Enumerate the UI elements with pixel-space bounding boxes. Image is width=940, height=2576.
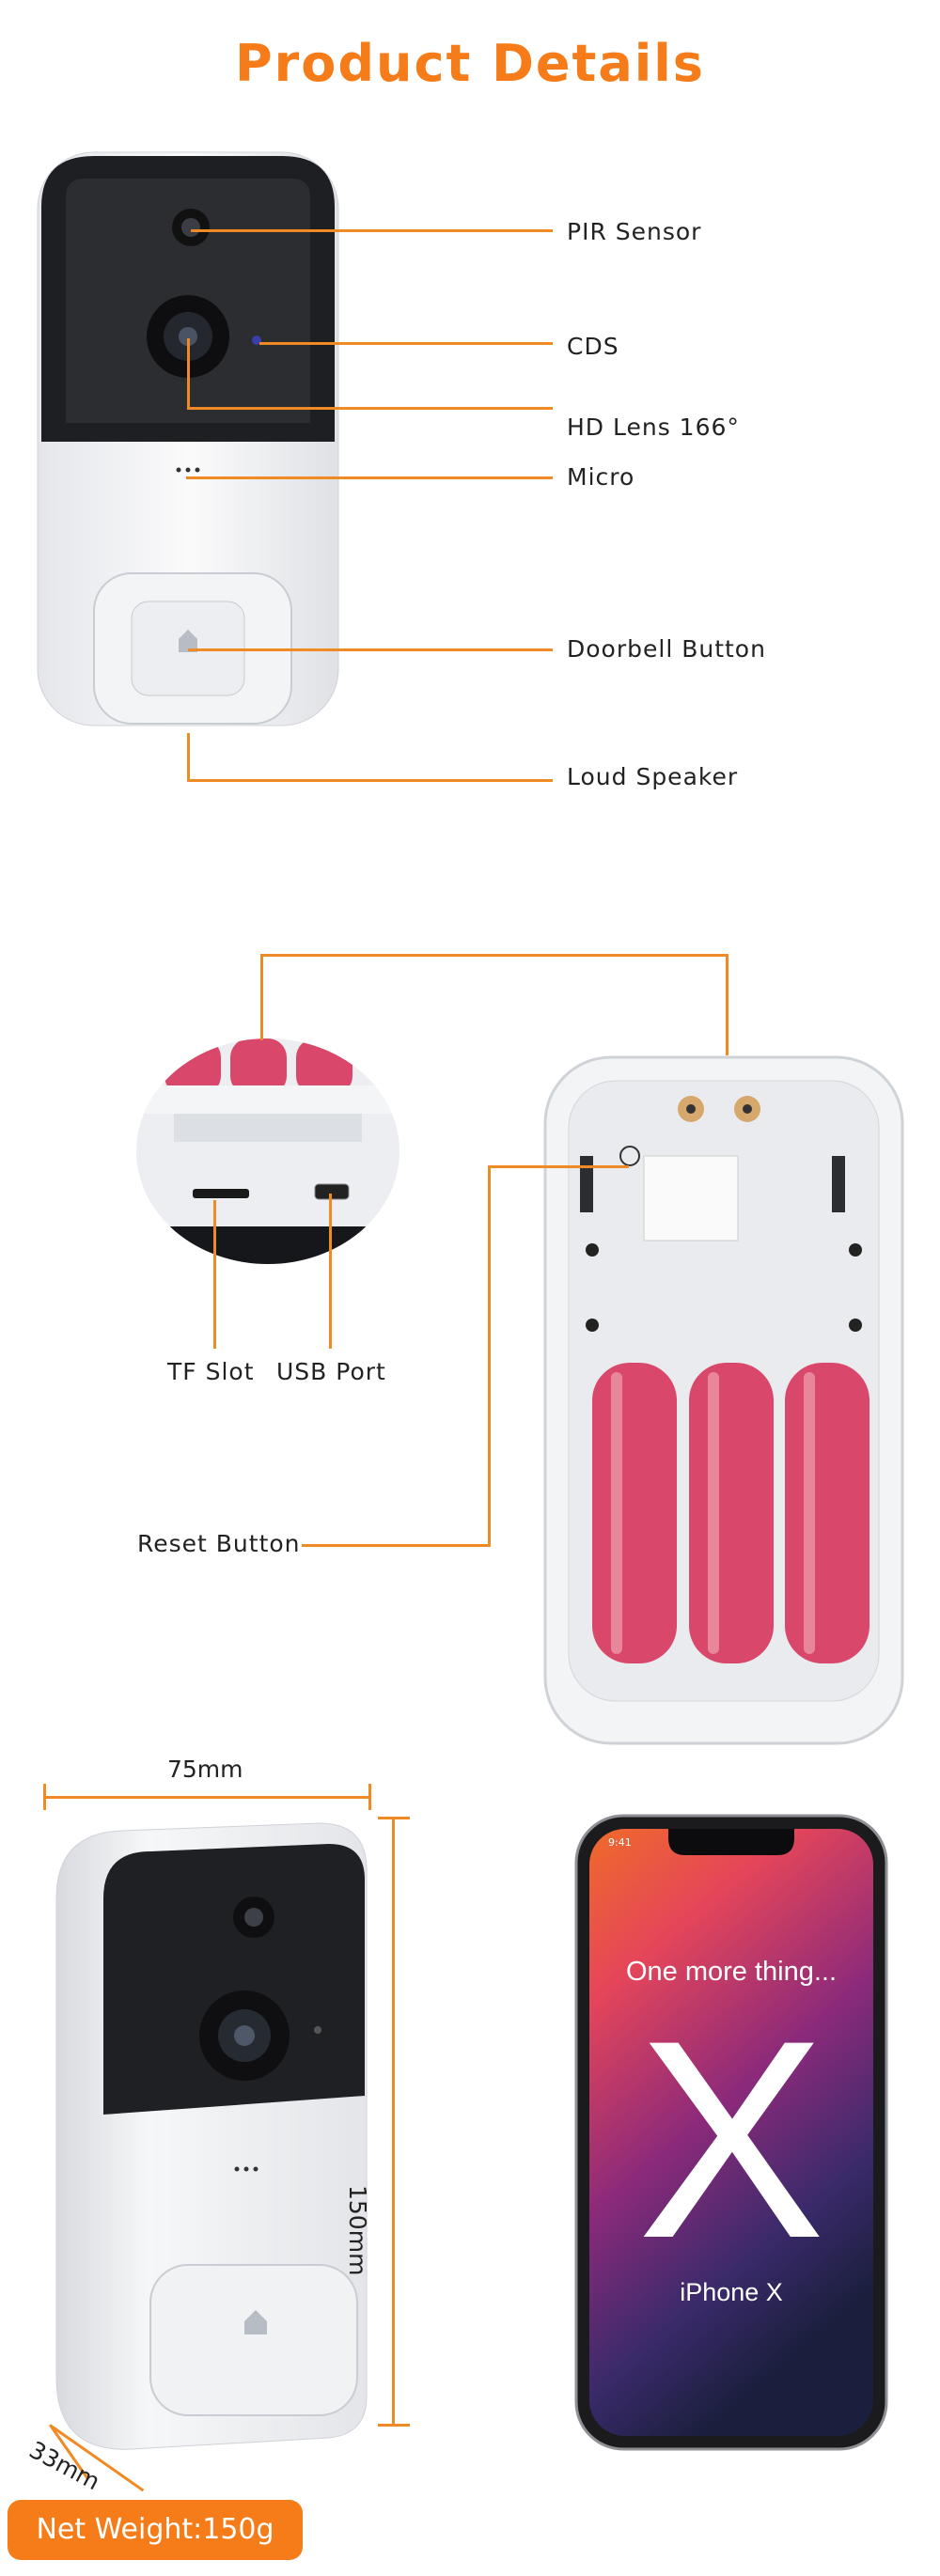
line-top-left-v: [260, 954, 263, 1040]
line-speaker-h: [187, 779, 553, 782]
line-micro: [186, 476, 553, 479]
iphone-image: 9:41 One more thing... X iPhone X: [574, 1814, 888, 2451]
line-speaker-v: [187, 733, 190, 782]
callout-usb-port: USB Port: [276, 1358, 386, 1385]
line-top-right-v: [726, 954, 728, 1055]
height-tick-bottom: [378, 2424, 410, 2427]
line-cds: [259, 342, 553, 345]
callout-tf-slot: TF Slot: [167, 1358, 255, 1385]
callout-cds: CDS: [567, 333, 619, 360]
callout-micro: Micro: [567, 463, 635, 491]
slot-closeup-image: [136, 1038, 400, 1264]
phone-big-x: X: [636, 1981, 826, 2297]
phone-model-label: iPhone X: [680, 2278, 783, 2306]
width-tick-right: [368, 1784, 371, 1810]
width-label: 75mm: [167, 1756, 243, 1783]
callout-doorbell-button: Doorbell Button: [567, 635, 766, 663]
line-reset-h2: [488, 1165, 629, 1168]
height-tick-top: [378, 1817, 410, 1819]
line-lens-v: [187, 338, 190, 409]
line-top-h: [260, 954, 728, 957]
phone-status-time: 9:41: [608, 1836, 632, 1849]
phone-tagline: One more thing...: [625, 1957, 838, 1987]
page-title: Product Details: [235, 34, 705, 93]
line-doorbell: [188, 648, 553, 651]
line-lens-h: [187, 407, 553, 410]
callout-reset-button: Reset Button: [137, 1530, 301, 1557]
callout-pir-sensor: PIR Sensor: [567, 218, 702, 245]
width-tick-left: [43, 1784, 46, 1810]
doorbell-back-image: [543, 1055, 904, 1745]
net-weight-badge: Net Weight:150g: [8, 2500, 303, 2560]
height-label: 150mm: [344, 2185, 371, 2276]
line-tf-slot: [213, 1200, 216, 1349]
callout-loud-speaker: Loud Speaker: [567, 763, 739, 790]
line-reset-v: [488, 1165, 491, 1547]
width-dimension-line: [45, 1796, 370, 1799]
height-dimension-line: [392, 1819, 395, 2425]
doorbell-angle-image: [55, 1822, 368, 2450]
line-usb-port: [329, 1194, 332, 1349]
callout-hd-lens: HD Lens 166°: [567, 414, 740, 441]
line-reset-h1: [302, 1544, 491, 1547]
iphone-frame: [574, 1814, 888, 2451]
line-pir: [191, 229, 553, 232]
